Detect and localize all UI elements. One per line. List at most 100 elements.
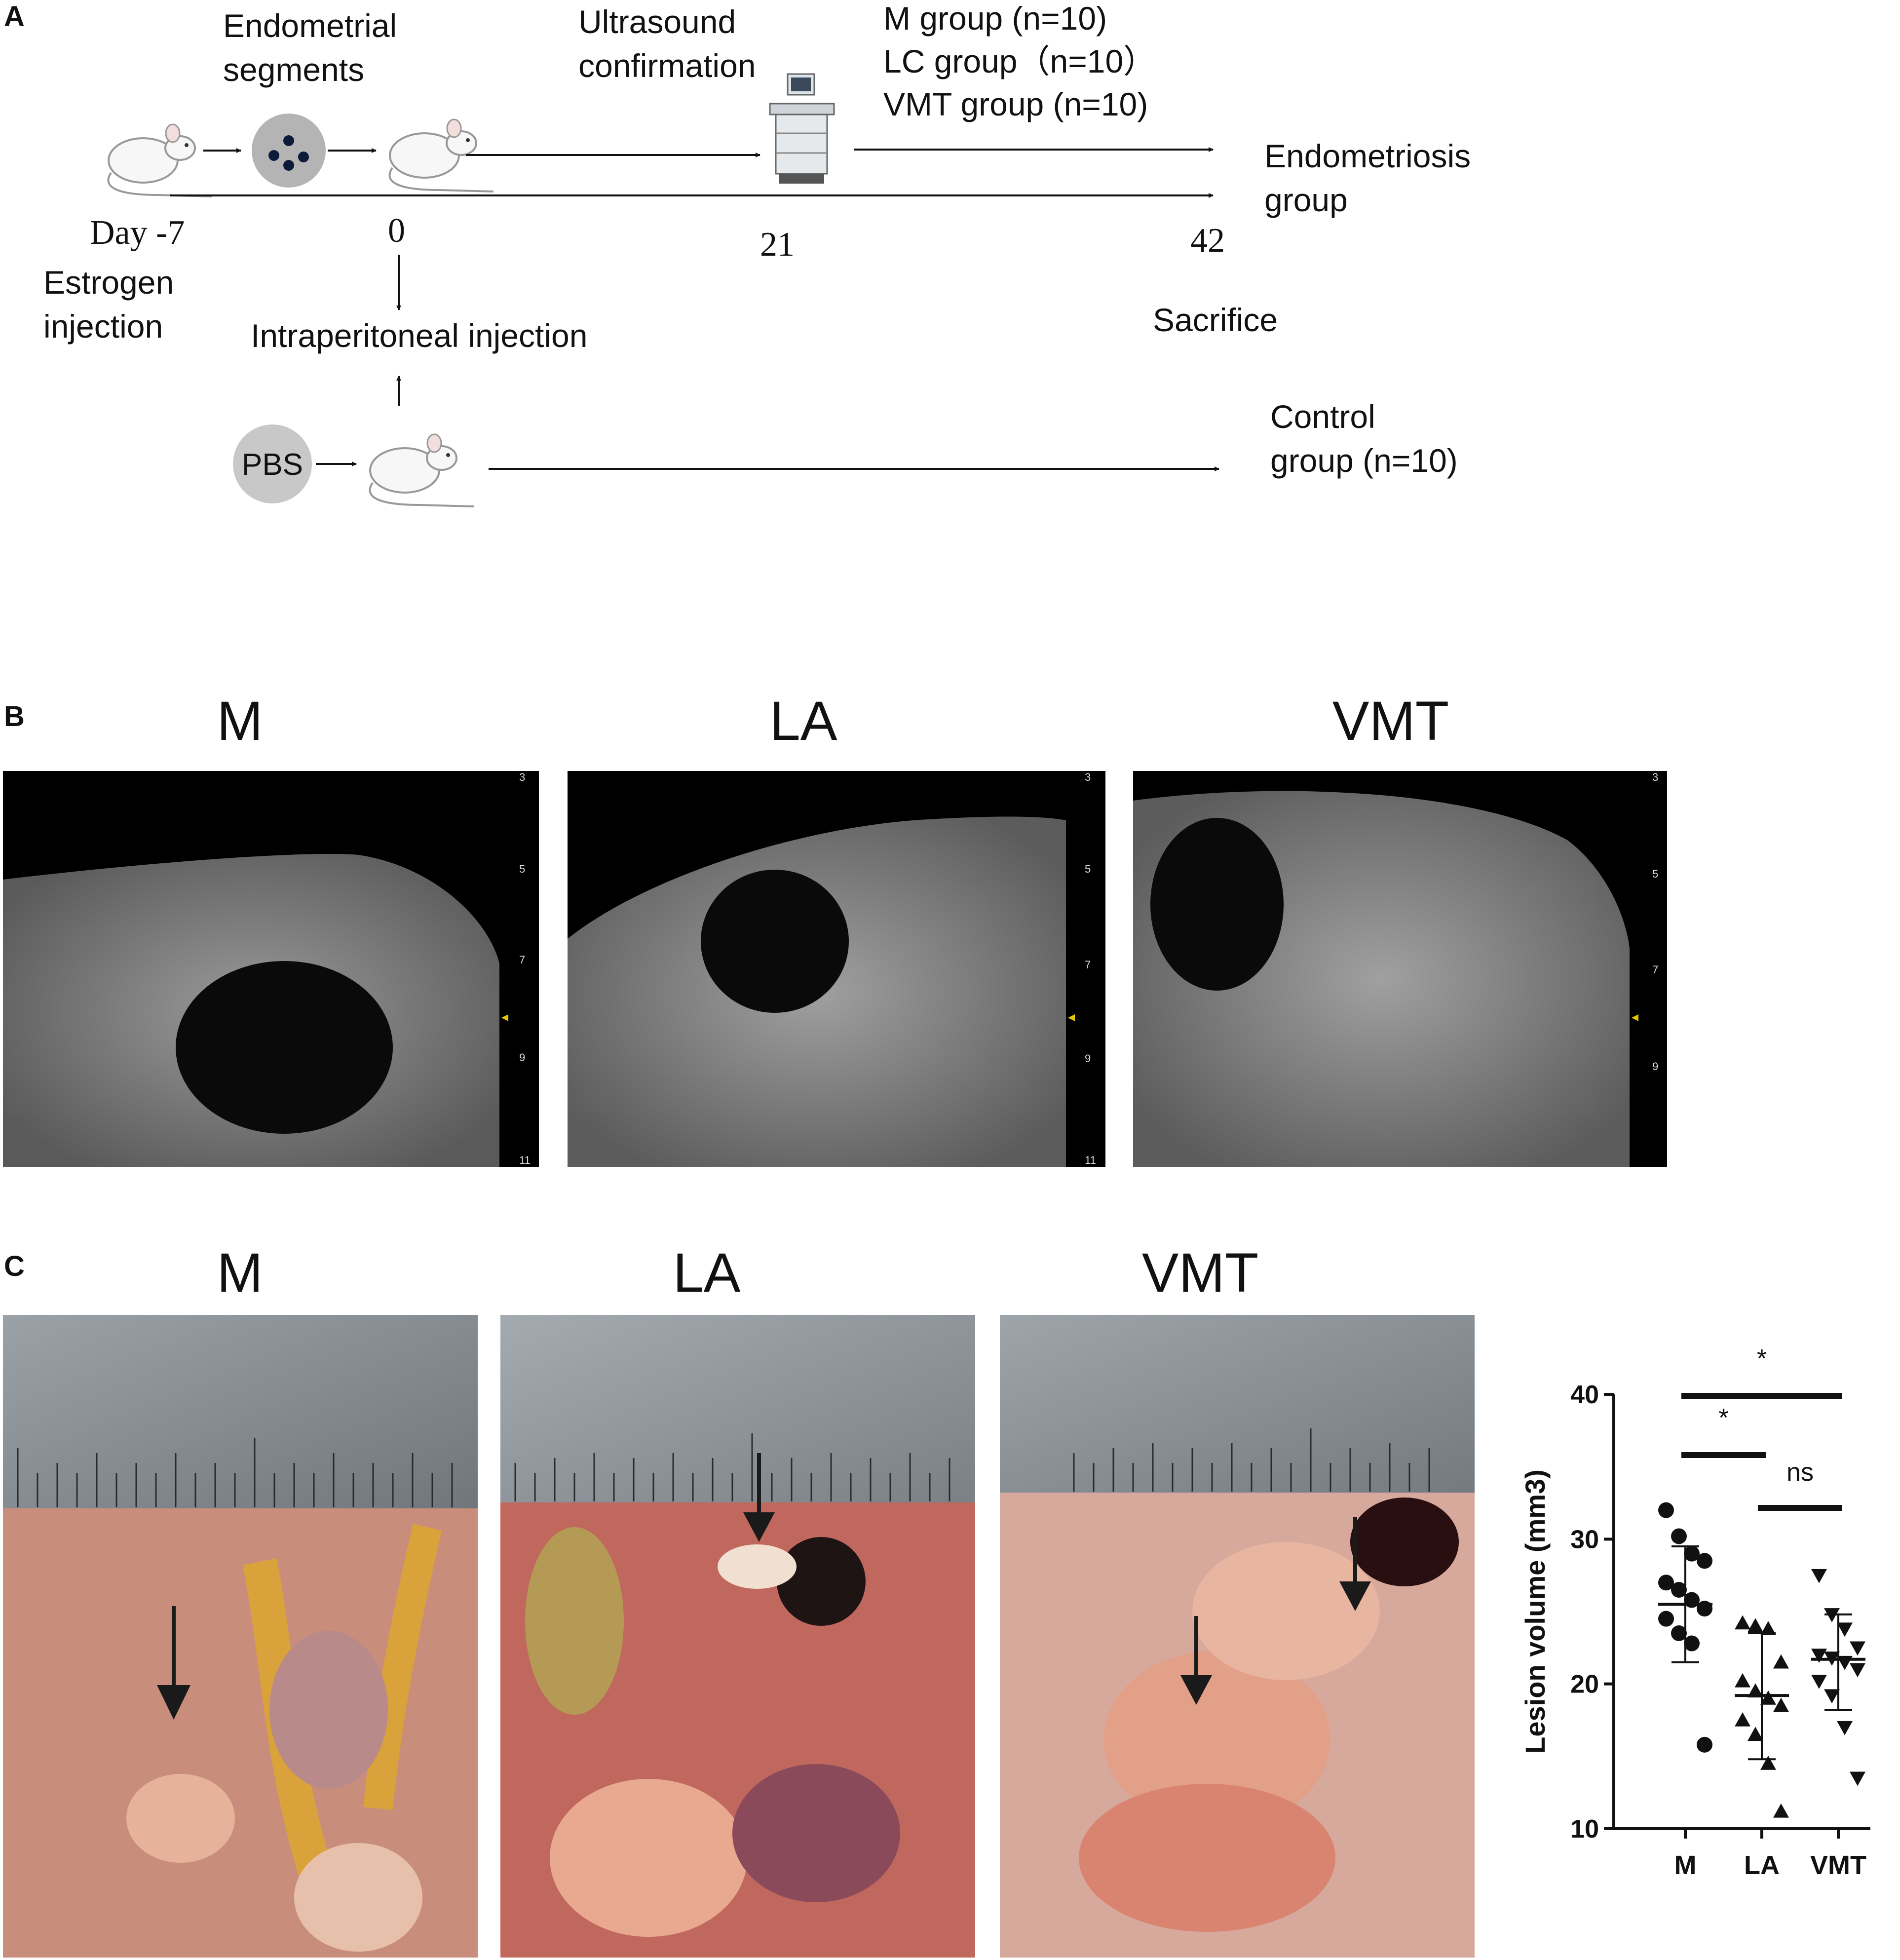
us-scale-la-7: 7	[1085, 959, 1091, 971]
us-scale-m: 3 5 7 9 11	[519, 771, 539, 1167]
data-point-vmt-11	[1837, 1721, 1853, 1735]
us-scale-vmt-5: 5	[1652, 868, 1659, 880]
data-point-la-1	[1735, 1615, 1750, 1630]
endometriosis-line2: group	[1264, 182, 1348, 219]
panel-b-letter: B	[4, 700, 25, 732]
panel-b-title-m: M	[217, 690, 263, 752]
data-point-la-9	[1735, 1712, 1750, 1727]
data-point-vmt-10	[1824, 1689, 1840, 1704]
mouse-icon-day-minus7	[107, 123, 213, 197]
data-point-la-12	[1773, 1803, 1789, 1818]
data-point-vmt-1	[1811, 1569, 1827, 1583]
estrogen-injection-label: Estrogen injection	[43, 261, 174, 348]
ultrasound-image-vmt	[1133, 771, 1667, 1167]
data-point-vmt-3	[1837, 1622, 1853, 1637]
y-tick-label-10: 10	[1570, 1815, 1599, 1844]
x-tick-label-la: LA	[1744, 1850, 1780, 1880]
x-tick-label-m: M	[1674, 1850, 1697, 1880]
us-scale-m-3: 3	[519, 771, 526, 783]
timeline-arrows	[170, 147, 1219, 471]
data-point-la-8	[1773, 1697, 1789, 1712]
data-point-la-2	[1748, 1618, 1763, 1633]
data-point-la-5	[1735, 1673, 1750, 1688]
data-point-la-3	[1760, 1621, 1776, 1635]
pbs-label: PBS	[242, 448, 303, 482]
intraperitoneal-label: Intraperitoneal injection	[251, 317, 588, 354]
endometriosis-line1: Endometriosis	[1264, 138, 1471, 174]
pbs-circle-icon	[233, 424, 312, 503]
data-point-la-7	[1760, 1691, 1776, 1705]
us-scale-m-5: 5	[519, 863, 526, 875]
ultrasound-label: Ultrasound confirmation	[578, 0, 756, 88]
significance-label-la-vmt: ns	[1786, 1458, 1814, 1487]
data-point-m-11	[1684, 1635, 1700, 1652]
timeline-diagram: PBS	[107, 73, 1219, 507]
day-42-label: 42	[1190, 222, 1225, 260]
control-line2: group (n=10)	[1270, 442, 1458, 479]
data-point-m-1	[1658, 1502, 1674, 1518]
y-tick-label-20: 20	[1570, 1670, 1599, 1699]
data-point-m-4	[1697, 1553, 1712, 1569]
data-point-la-10	[1748, 1727, 1763, 1741]
lesion-photo-la	[500, 1315, 975, 1958]
data-point-m-10	[1671, 1625, 1687, 1641]
lesion-photo-m	[3, 1315, 478, 1958]
us-scale-la-5: 5	[1085, 863, 1091, 875]
panel-b-title-la: LA	[769, 690, 837, 752]
us-scale-vmt-7: 7	[1652, 963, 1659, 976]
us-scale-vmt-9: 9	[1652, 1060, 1659, 1073]
estrogen-line2: injection	[43, 308, 163, 345]
day-0-label: 0	[388, 212, 405, 250]
ultrasound-image-la	[568, 771, 1105, 1167]
data-point-la-11	[1760, 1756, 1776, 1770]
us-scale-m-11: 11	[519, 1154, 531, 1166]
ultrasound-line2: confirmation	[578, 47, 756, 84]
data-point-vmt-12	[1850, 1771, 1865, 1786]
panel-c-title-vmt: VMT	[1141, 1242, 1259, 1304]
data-point-vmt-5	[1811, 1649, 1827, 1663]
data-point-m-9	[1658, 1611, 1674, 1627]
data-point-m-5	[1658, 1575, 1674, 1591]
control-group-label: Control group (n=10)	[1270, 395, 1458, 483]
groups-line1: M group (n=10)	[883, 0, 1107, 37]
significance-label-m-la: *	[1718, 1404, 1728, 1432]
y-axis-label: Lesion volume (mm3)	[1520, 1469, 1551, 1754]
us-scale-la-3: 3	[1085, 771, 1091, 783]
data-point-m-3	[1684, 1545, 1700, 1562]
panel-c-letter: C	[4, 1250, 25, 1282]
us-scale-m-9: 9	[519, 1051, 526, 1064]
day-minus7-label: Day -7	[90, 214, 185, 252]
endometrial-segments-line2: segments	[223, 51, 365, 88]
ultrasound-image-m	[3, 771, 539, 1167]
data-point-vmt-4	[1850, 1641, 1865, 1656]
endometrial-dish-icon	[252, 114, 326, 188]
data-point-la-4	[1773, 1654, 1789, 1669]
data-point-m-2	[1671, 1528, 1687, 1544]
lesion-photo-vmt	[1000, 1315, 1475, 1958]
endometrial-segments-label: Endometrial segments	[223, 4, 397, 92]
data-point-vmt-8	[1850, 1663, 1865, 1678]
data-point-m-12	[1697, 1736, 1712, 1753]
mouse-icon-control	[369, 433, 475, 507]
x-tick-label-vmt: VMT	[1810, 1850, 1866, 1880]
us-scale-m-7: 7	[519, 954, 526, 966]
us-scale-la: 3 5 7 9 11	[1085, 771, 1104, 1167]
day-21-label: 21	[760, 226, 795, 264]
sacrifice-label: Sacrifice	[1153, 302, 1278, 338]
treatment-groups-label: M group (n=10) LC group（n=10） VMT group …	[883, 0, 1156, 126]
endometriosis-group-label: Endometriosis group	[1264, 134, 1471, 222]
us-scale-la-11: 11	[1085, 1154, 1096, 1166]
estrogen-line1: Estrogen	[43, 264, 174, 301]
control-line1: Control	[1270, 398, 1375, 435]
us-scale-vmt-3: 3	[1652, 771, 1659, 783]
endometrial-segments-line1: Endometrial	[223, 7, 397, 44]
panel-b-title-vmt: VMT	[1332, 690, 1449, 752]
groups-line3: VMT group (n=10)	[883, 86, 1148, 123]
panel-c-title-m: M	[217, 1242, 263, 1304]
significance-label-m-vmt: *	[1757, 1345, 1767, 1373]
data-point-la-6	[1748, 1683, 1763, 1698]
panel-c-title-la: LA	[673, 1242, 741, 1304]
groups-line2: LC group（n=10）	[883, 43, 1156, 80]
panel-a-letter: A	[4, 0, 25, 33]
